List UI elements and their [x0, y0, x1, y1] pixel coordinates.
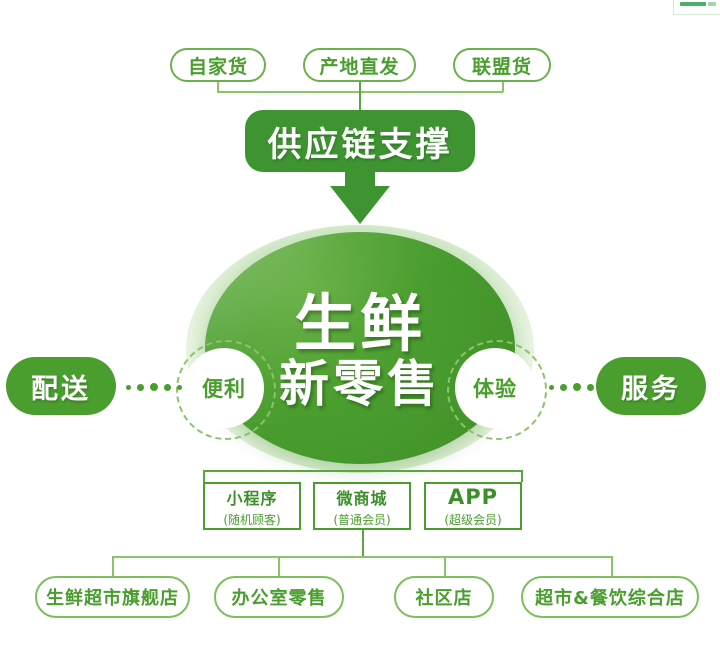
store-pill-supermarket-dining-complex[interactable]: 超市&餐饮综合店	[521, 576, 699, 618]
connector-store-bus	[112, 556, 612, 558]
connector-source-to-banner	[359, 91, 361, 112]
supply-chain-banner-label: 供应链支撑	[267, 124, 453, 165]
connector-channel-top-bus	[203, 470, 522, 472]
end-pill-label: 服务	[621, 373, 681, 405]
channel-subtitle: (普通会员)	[333, 512, 391, 527]
store-pill-fresh-supermarket-flagship[interactable]: 生鲜超市旗舰店	[35, 576, 190, 618]
connector-source-3-drop	[502, 82, 504, 92]
channel-subtitle: (超级会员)	[444, 512, 502, 527]
source-pill-alliance-goods[interactable]: 联盟货	[453, 48, 551, 82]
artifact-bar-primary	[680, 2, 706, 6]
arrow-stem	[345, 170, 375, 188]
store-pill-label: 生鲜超市旗舰店	[46, 588, 179, 609]
source-pill-own-goods[interactable]: 自家货	[170, 48, 266, 82]
store-pill-community-store[interactable]: 社区店	[394, 576, 494, 618]
attribute-bubble-dash-left	[176, 340, 276, 440]
channel-title: 微商城	[336, 488, 388, 508]
attribute-bubble-dash-right	[447, 340, 547, 440]
artifact-bar-secondary	[708, 2, 716, 6]
store-pill-office-retail[interactable]: 办公室零售	[214, 576, 344, 618]
core-label: 生鲜 新零售	[255, 292, 465, 410]
core-label-line2: 新零售	[279, 355, 441, 414]
source-pill-label: 自家货	[187, 55, 248, 78]
connector-store-2-drop	[278, 556, 280, 576]
channel-title: APP	[447, 484, 499, 509]
corner-artifact	[673, 0, 720, 15]
channel-box-wechat-mall[interactable]: 微商城 (普通会员)	[313, 482, 411, 530]
store-pill-label: 办公室零售	[231, 588, 327, 609]
channel-box-app[interactable]: APP (超级会员)	[424, 482, 522, 530]
supply-chain-banner[interactable]: 供应链支撑	[245, 110, 475, 172]
connector-store-4-drop	[611, 556, 613, 576]
attribute-bubble-label: 便利	[202, 377, 246, 401]
channel-box-mini-program[interactable]: 小程序 (随机顾客)	[203, 482, 301, 530]
connector-channels-to-stores	[362, 530, 364, 557]
store-pill-label: 超市&餐饮综合店	[535, 588, 685, 609]
attribute-bubble-convenience[interactable]: 便利	[184, 348, 264, 428]
channel-title: 小程序	[226, 488, 278, 508]
connector-circle-to-channels-left	[203, 470, 205, 482]
store-pill-label: 社区店	[415, 588, 473, 609]
source-pill-label: 产地直发	[319, 55, 400, 78]
connector-source-1-drop	[217, 82, 219, 92]
core-label-line1: 生鲜	[293, 287, 426, 360]
end-pill-label: 配送	[31, 373, 91, 405]
end-pill-service[interactable]: 服务	[596, 357, 706, 415]
dotted-connector-left	[126, 383, 182, 391]
attribute-bubble-experience[interactable]: 体验	[455, 348, 535, 428]
channel-subtitle: (随机顾客)	[223, 512, 281, 527]
end-pill-delivery[interactable]: 配送	[6, 357, 116, 415]
source-pill-label: 联盟货	[471, 55, 532, 78]
source-pill-origin-direct[interactable]: 产地直发	[303, 48, 416, 82]
connector-store-3-drop	[444, 556, 446, 576]
attribute-bubble-label: 体验	[473, 377, 517, 401]
connector-store-1-drop	[112, 556, 114, 576]
arrow-down-icon	[330, 186, 390, 224]
connector-circle-to-channels-right	[521, 470, 523, 482]
